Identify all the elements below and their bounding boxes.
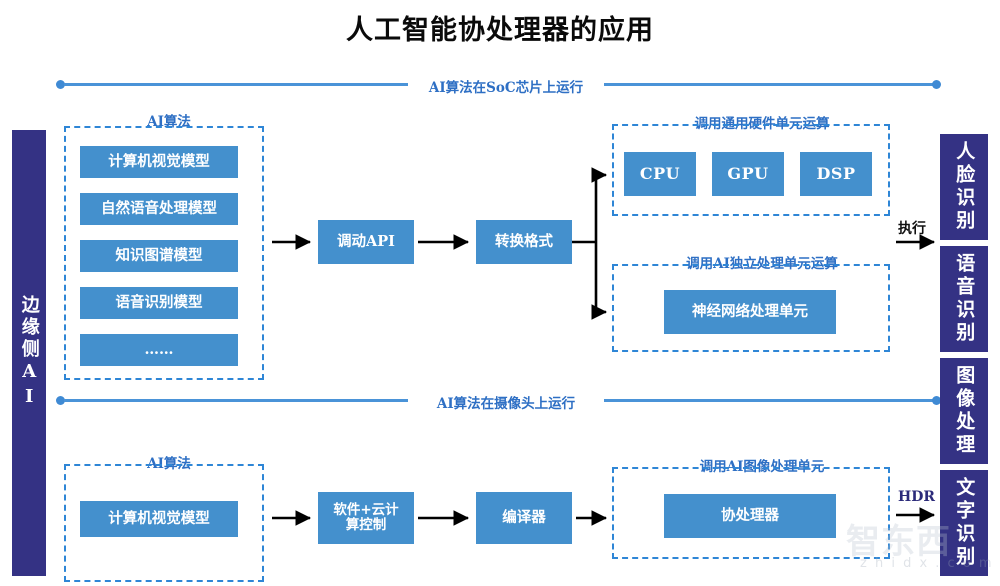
output-label-3: 文字识别 [953,477,976,569]
output-label-1: 语音识别 [953,253,976,345]
divider-line-left-bottom [64,399,408,402]
divider-dot-right-bottom [932,396,941,405]
hw-group-label: 调用通用硬件单元运算 [672,112,852,132]
output-label-0: 人脸识别 [953,141,976,233]
ai-unit-npu[interactable]: 神经网络处理单元 [664,290,836,334]
top-algo-item-1[interactable]: 自然语音处理模型 [80,193,238,225]
hw-unit-cpu[interactable]: CPU [624,152,696,196]
step-call-api[interactable]: 调动API [318,220,414,264]
step-convert-format[interactable]: 转换格式 [476,220,572,264]
divider-label-soc: AI算法在SoC芯片上运行 [428,80,584,96]
step-software-cloud-control[interactable]: 软件+云计 算控制 [318,492,414,544]
watermark-en: z h i d x . c o m [860,556,994,571]
output-image-processing: 图像处理 [940,358,988,464]
output-label-2: 图像处理 [953,365,976,457]
image-unit-coprocessor[interactable]: 协处理器 [664,494,836,538]
image-group-box [612,467,890,559]
edge-ai-sidebar: 边缘侧AI [12,130,46,576]
divider-dot-left-bottom [56,396,65,405]
hw-group-box [612,124,890,216]
bottom-algo-item-0[interactable]: 计算机视觉模型 [80,501,238,537]
hw-unit-gpu[interactable]: GPU [712,152,784,196]
top-algo-item-4[interactable]: …… [80,334,238,366]
top-algo-item-2[interactable]: 知识图谱模型 [80,240,238,272]
divider-dot-right-top [932,80,941,89]
step-compiler[interactable]: 编译器 [476,492,572,544]
divider-line-left-top [64,83,408,86]
execute-label: 执行 [898,221,926,237]
hw-unit-dsp[interactable]: DSP [800,152,872,196]
page-title: 人工智能协处理器的应用 [346,15,654,46]
top-algo-item-3[interactable]: 语音识别模型 [80,287,238,319]
watermark: 智东西 z h i d x . c o m [846,512,996,574]
divider-label-camera: AI算法在摄像头上运行 [436,396,576,412]
bottom-algo-group-box [64,464,264,582]
divider-line-right-bottom [604,399,934,402]
output-text-recognition: 文字识别 [940,470,988,576]
ai-group-box [612,264,890,352]
watermark-cn: 智东西 [846,522,951,562]
divider-dot-left-top [56,80,65,89]
output-speech-recognition: 语音识别 [940,246,988,352]
hdr-label: HDR [898,489,936,505]
edge-ai-label: 边缘侧AI [18,295,40,411]
top-algo-group-box [64,126,264,380]
output-face-recognition: 人脸识别 [940,134,988,240]
top-algo-item-0[interactable]: 计算机视觉模型 [80,146,238,178]
divider-line-right-top [604,83,934,86]
